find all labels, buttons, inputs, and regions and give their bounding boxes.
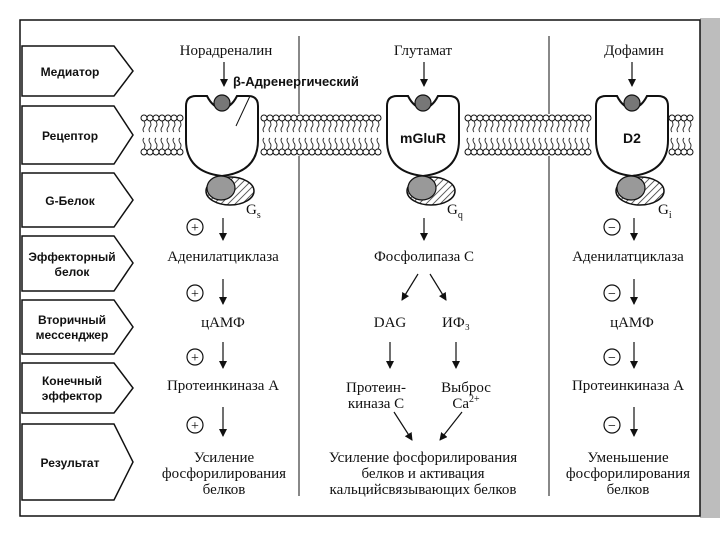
result-line1: Уменьшение <box>587 450 669 466</box>
final-effector: Протеинкиназа А <box>167 378 279 394</box>
sign-row-effector: + <box>186 218 227 241</box>
result-line3: кальцийсвязывающих белков <box>330 482 517 498</box>
effector: Аденилатциклаза <box>167 249 279 265</box>
result-line2: белков и активация <box>361 466 484 482</box>
column-glutamate: Глутамат mGluR Gq Фосфолипаза С DAG ИФ₃ … <box>329 43 517 498</box>
final-effector: Протеинкиназа А <box>572 378 684 394</box>
sign-row-result: − <box>603 407 638 437</box>
messenger-ip3: ИФ₃ <box>442 315 470 331</box>
g-protein-label: Gs <box>246 202 261 221</box>
label-box-effector <box>21 235 134 292</box>
effector: Фосфолипаза С <box>374 249 474 265</box>
final-pkc-line2: киназа С <box>348 396 404 412</box>
label-final-line1: Конечный <box>42 374 102 388</box>
sign-row-messenger: + <box>186 279 227 305</box>
label-column: Медиатор Рецептор G-Белок Эффекторный бе… <box>21 45 134 501</box>
label-box-mediator <box>21 45 134 97</box>
ligand-glutamate <box>414 94 432 112</box>
mediator-name: Дофамин <box>604 43 664 59</box>
second-messenger: цАМФ <box>610 315 654 331</box>
final-ca-line1: Выброс <box>441 380 491 396</box>
label-box-receptor <box>21 105 134 165</box>
label-box-final-effector <box>21 362 134 414</box>
messenger-dag: DAG <box>374 315 407 331</box>
svg-text:+: + <box>191 351 199 366</box>
label-final-line2: эффектор <box>42 389 103 403</box>
final-ca-line2: Ca2+ <box>452 394 480 412</box>
label-mediator: Медиатор <box>41 65 100 79</box>
ligand-dopamine <box>623 94 641 112</box>
sign-row-messenger: − <box>603 279 638 305</box>
ligand-noradrenaline <box>213 94 231 112</box>
result-line2: фосфорилирования <box>566 466 690 482</box>
label-g-protein: G-Белок <box>45 194 95 208</box>
label-box-g-protein <box>21 172 134 228</box>
svg-text:+: + <box>191 419 199 434</box>
label-receptor: Рецептор <box>42 129 98 143</box>
label-box-result <box>21 423 134 501</box>
sign-row-effector: − <box>603 218 638 241</box>
svg-text:−: − <box>608 221 616 236</box>
mediator-name: Норадреналин <box>180 43 273 59</box>
svg-text:−: − <box>608 287 616 302</box>
receptor-label: β-Адренергический <box>233 74 359 89</box>
effector: Аденилатциклаза <box>572 249 684 265</box>
svg-text:+: + <box>191 287 199 302</box>
label-effector-line1: Эффекторный <box>28 250 115 264</box>
second-messenger: цАМФ <box>201 315 245 331</box>
final-pkc-line1: Протеин- <box>346 380 406 396</box>
result-line3: белков <box>607 482 650 498</box>
label-messenger-line1: Вторичный <box>38 313 106 327</box>
label-result: Результат <box>41 456 100 470</box>
result-line2: фосфорилирования <box>162 466 286 482</box>
sign-row-final: + <box>186 342 227 369</box>
svg-text:−: − <box>608 419 616 434</box>
svg-text:+: + <box>191 221 199 236</box>
column-dopamine: Дофамин D2 Gi − Аденилатциклаза − цАМФ −… <box>566 43 690 498</box>
receptor-label: mGluR <box>400 130 446 146</box>
g-protein-label: Gi <box>658 202 672 221</box>
sign-row-result: + <box>186 407 227 437</box>
result-line3: белков <box>203 482 246 498</box>
scan-edge <box>700 18 720 518</box>
column-noradrenaline: Норадреналин β-Адренергический Gs + Аден… <box>162 43 359 498</box>
g-protein-label: Gq <box>447 202 463 221</box>
label-box-messenger <box>21 299 134 355</box>
result-line1: Усиление <box>194 450 255 466</box>
label-messenger-line2: мессенджер <box>36 328 109 342</box>
result-line1: Усиление фосфорилирования <box>329 450 517 466</box>
diagram-frame <box>19 19 701 517</box>
label-effector-line2: белок <box>55 265 91 279</box>
svg-text:−: − <box>608 351 616 366</box>
sign-row-final: − <box>603 342 638 369</box>
receptor-label: D2 <box>623 130 641 146</box>
mediator-name: Глутамат <box>394 43 453 59</box>
